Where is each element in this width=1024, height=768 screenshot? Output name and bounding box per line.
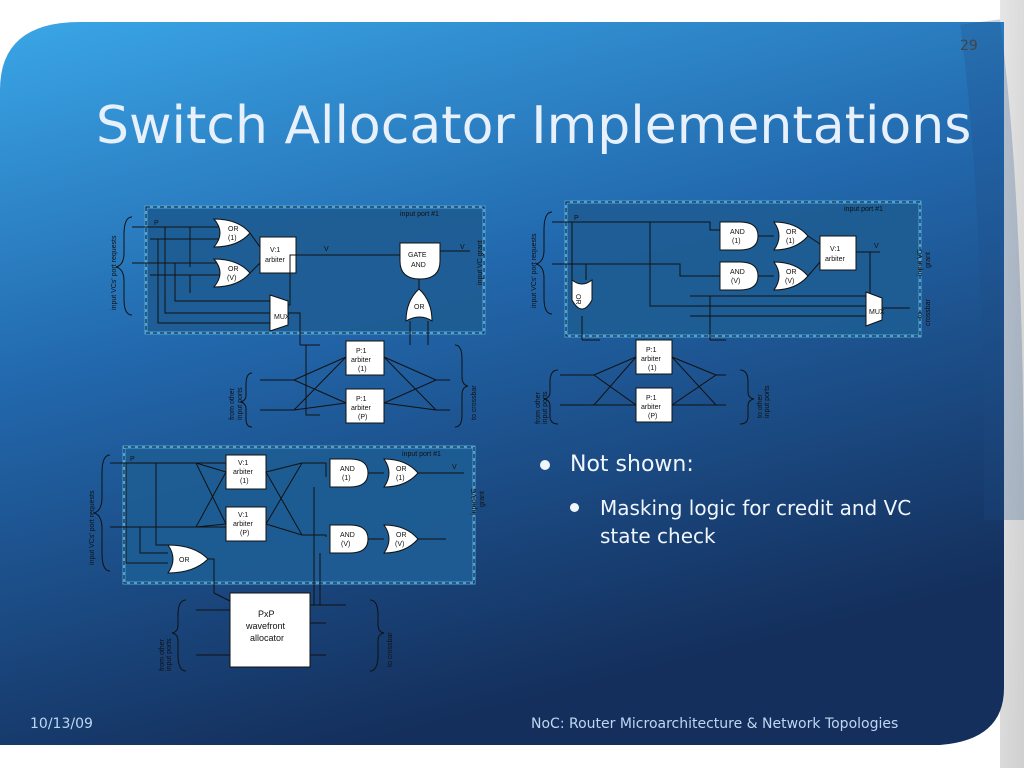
mux-label: MUX [869, 309, 885, 316]
andV-label: AND [340, 532, 355, 539]
wave-b: wavefront [245, 621, 286, 631]
from-other: from other [229, 387, 236, 420]
or1-sub: (1) [228, 235, 237, 242]
orV-label: OR [228, 266, 239, 273]
and1-sub: (1) [732, 238, 741, 245]
from-other-b: input ports [166, 638, 173, 671]
orV-sub: (V) [227, 275, 236, 282]
footer-date: 10/13/09 [30, 716, 93, 732]
mux-label: MUX [274, 314, 290, 321]
and1-label: AND [340, 466, 355, 473]
andV-label: AND [730, 269, 745, 276]
from-other-b: input ports [237, 387, 244, 420]
arbP-b: arbiter [233, 521, 254, 528]
p1-arbP: P:1 [646, 395, 657, 402]
p1-arb1-c: (1) [358, 366, 367, 373]
arbP: V:1 [238, 512, 248, 519]
right-label: input VC grant [477, 240, 484, 285]
sig-v: V [452, 464, 457, 471]
right-label-b: grant [925, 252, 932, 268]
wave-c: allocator [250, 633, 284, 643]
gate-sub: AND [411, 262, 426, 269]
or1-label: OR [228, 226, 239, 233]
arb-sub: arbiter [265, 257, 286, 264]
or-left-label: OR [574, 294, 581, 305]
or1-label: OR [786, 229, 797, 236]
p1-arb1-b: arbiter [351, 357, 372, 364]
arb-label: V:1 [270, 247, 280, 254]
to-crossbar-b: crossbar [925, 298, 932, 326]
orV-sub: (V) [395, 541, 404, 548]
p1-arbP: P:1 [356, 396, 367, 403]
port-label: input port #1 [400, 211, 439, 218]
or1-sub: (1) [786, 238, 795, 245]
p1-arbP-b: arbiter [641, 404, 662, 411]
arb1: V:1 [238, 460, 248, 467]
left-label: input VCs' port requests [531, 233, 538, 308]
sig-v-out: V [460, 244, 465, 251]
p1-arb1: P:1 [646, 347, 657, 354]
arbP-c: (P) [240, 530, 249, 537]
p1-arb1-c: (1) [648, 365, 657, 372]
sig-p: P [574, 215, 579, 222]
footer-text: NoC: Router Microarchitecture & Network … [531, 716, 899, 732]
port-label: input port #1 [402, 451, 441, 458]
wave: PxP [258, 609, 275, 619]
port-label: input port #1 [844, 206, 883, 213]
p1-arb1: P:1 [356, 348, 367, 355]
sub-bullet-item: Masking logic for credit and VC state ch… [570, 494, 950, 550]
or-left-label: OR [179, 557, 190, 564]
from-other-b: input ports [542, 391, 549, 424]
to-crossbar: to crossbar [387, 632, 394, 667]
p1-arbP-b: arbiter [351, 405, 372, 412]
arb1-c: (1) [240, 478, 249, 485]
bullet-item: Not shown: [540, 452, 920, 488]
right-label: input VC [917, 249, 924, 276]
and1-sub: (1) [342, 475, 351, 482]
to-other-b: input ports [764, 385, 771, 418]
gate-label: GATE [408, 252, 427, 259]
page-number: 29 [960, 38, 978, 54]
bullet-dot-icon [540, 460, 550, 470]
and1-label: AND [730, 229, 745, 236]
diagram-wavefront-allocator: input port #1 V:1 arbiter (1) V:1 arbite… [89, 445, 486, 672]
left-label: input VCs' port requests [89, 490, 96, 565]
sig-p: P [154, 220, 159, 227]
or1-label: OR [396, 466, 407, 473]
p1-arbP-c: (P) [648, 413, 657, 420]
from-other: from other [535, 391, 542, 424]
p1-arbP-c: (P) [358, 414, 367, 421]
bullet-list: Not shown: Masking logic for credit and … [540, 452, 920, 548]
right-label-b: grant [479, 491, 486, 507]
andV-sub: (V) [341, 541, 350, 548]
sig-p: P [130, 456, 135, 463]
p1-arb1-b: arbiter [641, 356, 662, 363]
diagram-separable-allocator: input port #1 OR (1) OR (V) V:1 arbiter … [111, 205, 486, 428]
bullet-text: Not shown: [570, 452, 694, 477]
sig-v: V [324, 246, 329, 253]
arb-label: V:1 [830, 246, 840, 253]
diagram-input-first-allocator: input port #1 AND (1) AND (V) OR (1) OR … [531, 200, 932, 425]
orV-label: OR [786, 269, 797, 276]
sig-v: V [874, 243, 879, 250]
arb-sub: arbiter [825, 256, 846, 263]
or-bottom-label: OR [414, 304, 425, 311]
from-other: from other [159, 638, 166, 671]
arb1-b: arbiter [233, 469, 254, 476]
left-label: input VCs' port requests [111, 235, 118, 310]
orV-sub: (V) [785, 278, 794, 285]
slide-title: Switch Allocator Implementations [96, 96, 972, 156]
bullet-dot-icon [570, 503, 579, 512]
to-crossbar: to [917, 312, 924, 318]
orV-label: OR [396, 532, 407, 539]
to-crossbar: to crossbar [471, 385, 478, 420]
andV-sub: (V) [731, 278, 740, 285]
right-label: input VC [471, 488, 478, 515]
sub-bullet-text: Masking logic for credit and VC state ch… [600, 496, 912, 548]
or1-sub: (1) [396, 475, 405, 482]
to-other: to other [757, 394, 764, 418]
